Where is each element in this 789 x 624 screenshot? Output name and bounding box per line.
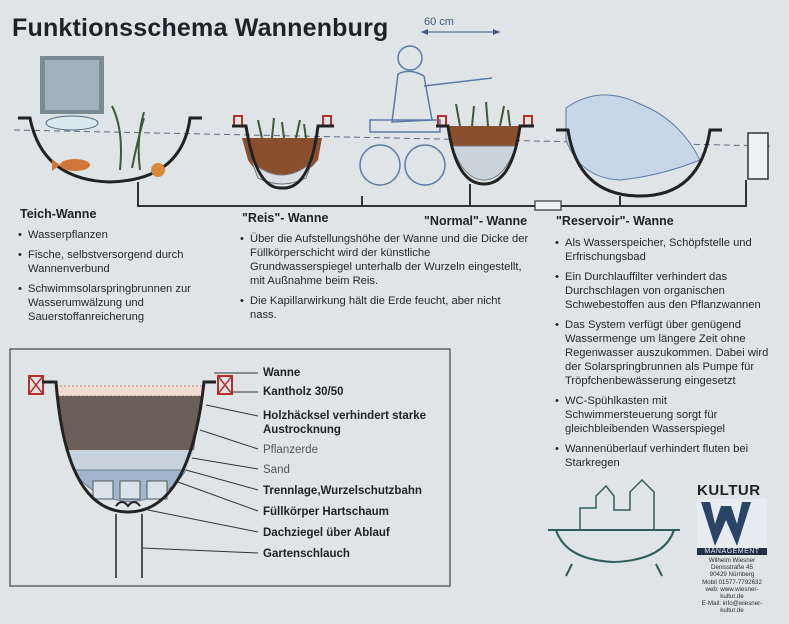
bullet-item: Wannenüberlauf verhindert fluten bei Sta… [555,442,775,470]
detail-frame [9,348,451,587]
address-line: Wilhelm Wiesner [708,557,756,564]
legend-wanne: Wanne [263,367,301,379]
reis-wanne-bullets: Über die Aufstellungshöhe der Wanne und … [240,232,530,328]
bullet-item: Schwimmsolarspringbrunnen zur Wasserumwä… [18,282,218,324]
legend-dachziegel: Dachziegel über Ablauf [263,527,390,539]
wc-cistern-icon [747,132,769,180]
bullet-item: WC-Spühlkasten mit Schwimmersteuerung so… [555,394,775,436]
legend-trennlage: Trennlage,Wurzelschutzbahn [263,485,422,497]
reservoir-wanne-bullets: Als Wasserspeicher, Schöpfstelle und Erf… [555,236,775,476]
bullet-item: Die Kapillarwirkung hält die Erde feucht… [240,294,530,322]
heading-reservoir-wanne: "Reservoir"- Wanne [556,214,674,228]
legend-gartenschlauch: Gartenschlauch [263,548,350,560]
reservoir-tub [556,94,769,198]
teich-wanne-bullets: Wasserpflanzen Fische, selbstversorgend … [18,228,218,330]
rice-tub [232,115,334,190]
leader-lines [141,372,259,554]
bullet-item: Fische, selbstversorgend durch Wannenver… [18,248,218,276]
logo-address: Wilhelm Wiesner Denisstraße 45 90429 Nür… [697,557,767,615]
dimension-label: 60 cm [424,16,454,28]
address-line: Denisstraße 45 [711,564,753,572]
legend-pflanzerde: Pflanzerde [263,444,318,456]
filter-icon [534,200,562,211]
bullet-item: Ein Durchlauffilter verhindert das Durch… [555,270,775,312]
address-line: Mobil 01577-7792632 [702,578,762,586]
detail-tub-cross-section [28,375,233,578]
normal-tub [436,101,534,186]
bullet-item: Als Wasserspeicher, Schöpfstelle und Erf… [555,236,775,264]
legend-sand: Sand [263,464,290,476]
page-title: Funktionsschema Wannenburg [12,14,389,42]
bullet-item: Wasserpflanzen [18,228,218,242]
address-line: E-Mail: info@wiesner-kultur.de [701,600,763,615]
legend-holzhaecksel: Holzhäcksel verhindert starke Austrocknu… [263,410,426,436]
legend-fuellkoerper: Füllkörper Hartschaum [263,506,389,518]
heading-normal-wanne: "Normal"- Wanne [424,214,528,228]
bathtub-castle-icon [548,478,680,577]
legend-kantholz: Kantholz 30/50 [263,386,344,398]
pond-tub [18,56,202,184]
address-line: web: www.wiesner-kultur.de [705,585,759,601]
fish-icon [60,159,90,171]
kultur-logo-icon [697,499,767,548]
bullet-item: Das System verfügt über genügend Wasserm… [555,318,775,388]
connecting-pipe [137,180,747,207]
heading-reis-wanne: "Reis"- Wanne [242,211,329,225]
address-line: 90429 Nürnberg [709,571,755,579]
heading-teich-wanne: Teich-Wanne [20,207,97,221]
bullet-item: Über die Aufstellungshöhe der Wanne und … [240,232,530,288]
logo-name: KULTUR [697,482,761,499]
logo-subtitle: MANAGEMENT [697,548,767,555]
